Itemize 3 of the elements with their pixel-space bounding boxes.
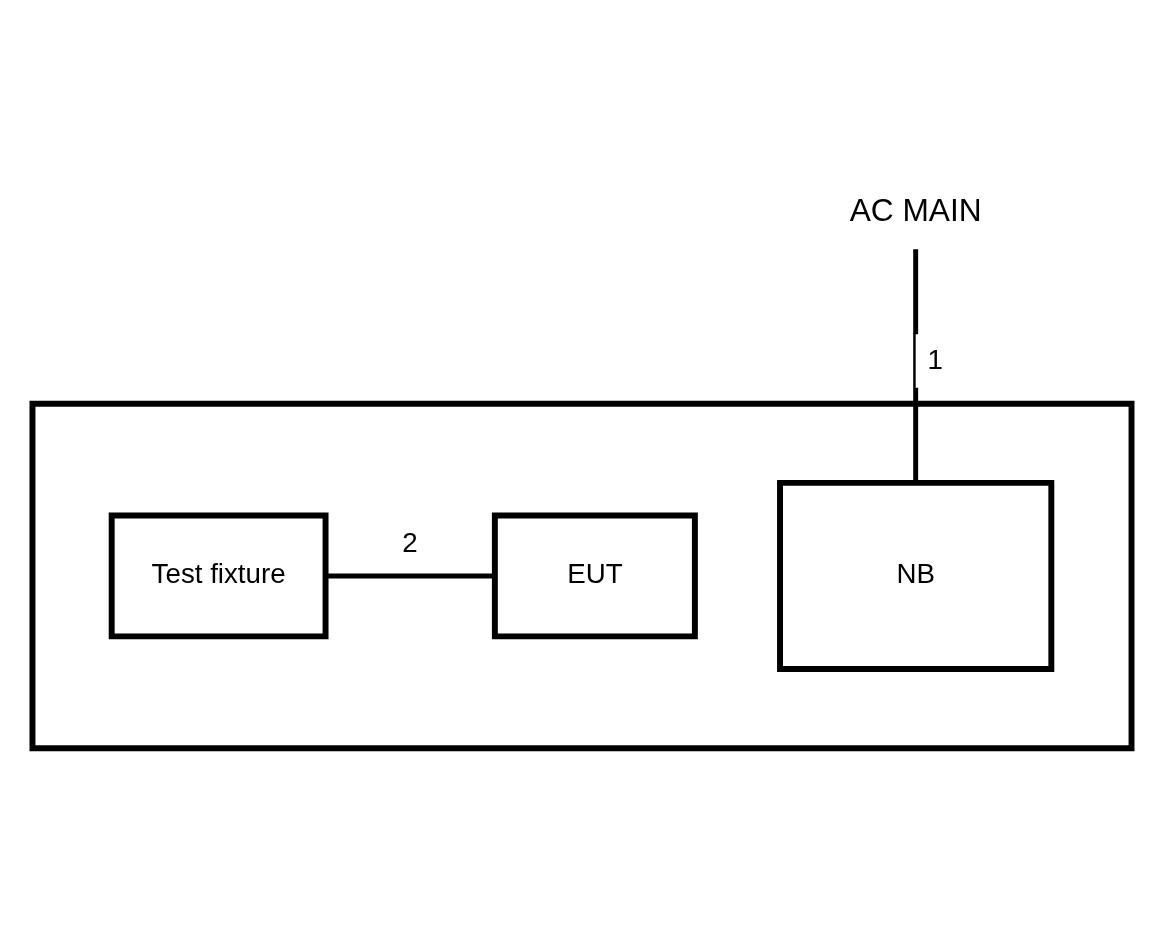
edge-label: 1 xyxy=(927,344,943,376)
node-text: AC MAIN xyxy=(849,192,982,229)
edge-label: 2 xyxy=(402,526,418,558)
